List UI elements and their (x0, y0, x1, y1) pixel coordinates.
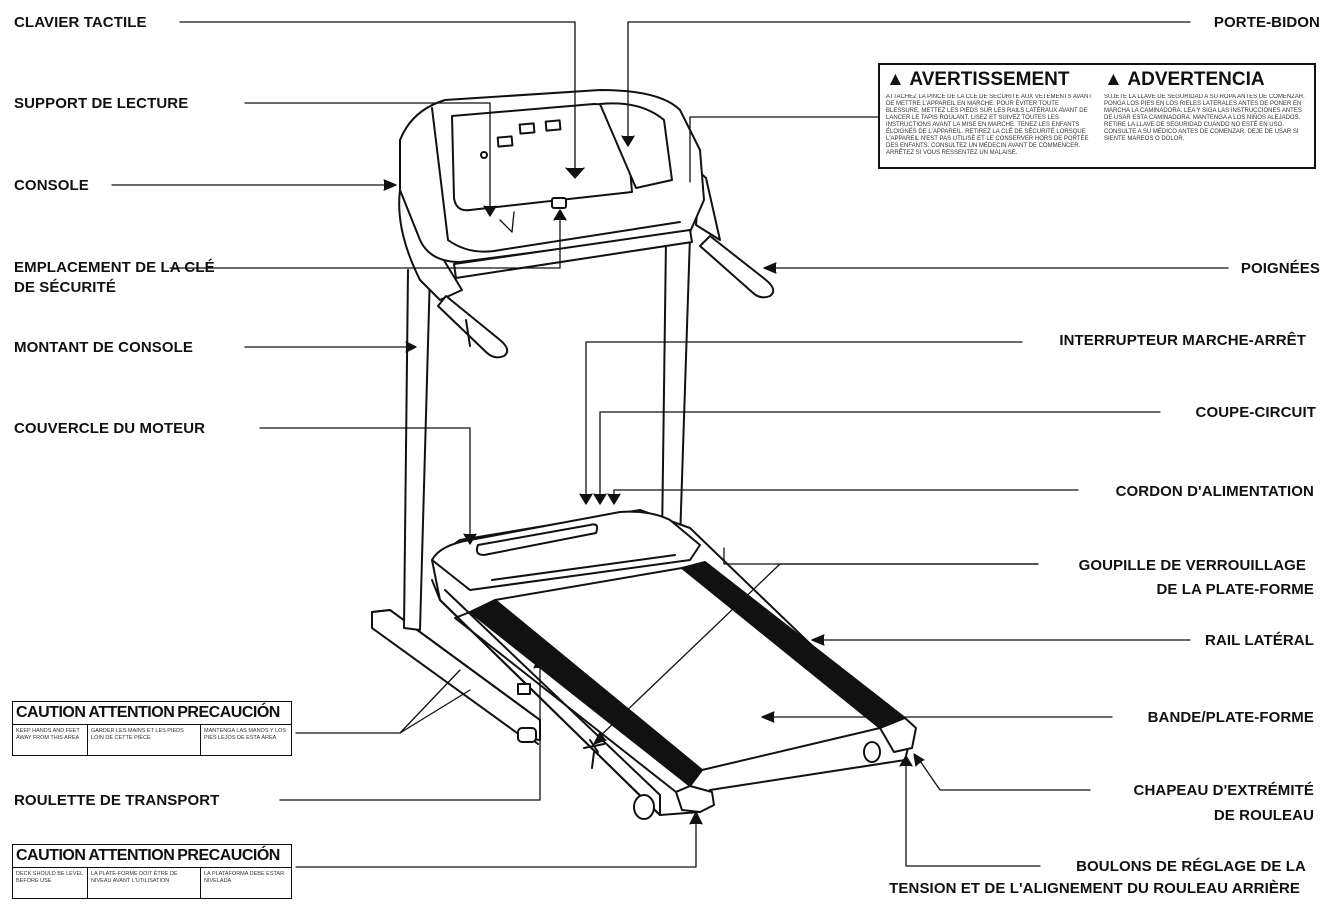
warning-label: ▲ AVERTISSEMENT ATTACHEZ LA PINCE DE LA … (878, 63, 1316, 169)
caution-text-fr: GARDER LES MAINS ET LES PIEDS LOIN DE CE… (88, 725, 201, 755)
label-chapeau-1: CHAPEAU D'EXTRÉMITÉ (1133, 782, 1314, 799)
label-coupe-circuit: COUPE-CIRCUIT (1195, 404, 1316, 421)
caution-label-2: CAUTION ATTENTION PRECAUCIÓN DECK SHOULD… (12, 844, 292, 899)
label-emplacement-cle-2: DE SÉCURITÉ (14, 279, 116, 296)
caution-head-en: CAUTION (16, 847, 86, 864)
label-console: CONSOLE (14, 177, 89, 194)
caution-text-fr: LA PLATE-FORME DOIT ÊTRE DE NIVEAU AVANT… (88, 868, 201, 898)
label-goupille-2: DE LA PLATE-FORME (1156, 581, 1314, 598)
caution-text-en: DECK SHOULD BE LEVEL BEFORE USE (13, 868, 88, 898)
label-cordon: CORDON D'ALIMENTATION (1115, 483, 1314, 500)
caution-text-es: MANTENGA LAS MANOS Y LOS PIES LEJOS DE E… (204, 728, 287, 741)
label-bande: BANDE/PLATE-FORME (1147, 709, 1314, 726)
caution-head-en: CAUTION (16, 704, 86, 721)
caution-label-1: CAUTION ATTENTION PRECAUCIÓN KEEP HANDS … (12, 701, 292, 756)
label-montant-de-console: MONTANT DE CONSOLE (14, 339, 194, 356)
caution-text-en: KEEP HANDS AND FEET AWAY FROM THIS AREA (13, 725, 88, 755)
caution-head-fr: ATTENTION (88, 847, 175, 864)
caution-text-es: LA PLATAFORMA DEBE ESTAR NIVELADA (204, 871, 285, 884)
warning-body-es: SUJETE LA LLAVE DE SEGURIDAD A SU ROPA A… (1104, 94, 1305, 142)
label-rail-lateral: RAIL LATÉRAL (1205, 632, 1314, 649)
label-poignees: POIGNÉES (1240, 260, 1320, 277)
caution-head-es: PRECAUCIÓN (177, 847, 280, 864)
warning-title-fr: AVERTISSEMENT (909, 69, 1070, 90)
label-interrupteur: INTERRUPTEUR MARCHE-ARRÊT (1059, 332, 1306, 349)
label-roulette-de-transport: ROULETTE DE TRANSPORT (14, 792, 220, 809)
caution-head-fr: ATTENTION (88, 704, 175, 721)
caution-head-es: PRECAUCIÓN (177, 704, 280, 721)
label-chapeau-2: DE ROULEAU (1213, 807, 1314, 824)
label-support-de-lecture: SUPPORT DE LECTURE (14, 95, 189, 112)
warning-body-fr: ATTACHEZ LA PINCE DE LA CLÉ DE SÉCURITÉ … (886, 94, 1092, 156)
label-emplacement-cle-1: EMPLACEMENT DE LA CLÉ (14, 259, 215, 276)
label-clavier-tactile: CLAVIER TACTILE (14, 14, 147, 31)
label-boulons-2: TENSION ET DE L'ALIGNEMENT DU ROULEAU AR… (889, 880, 1300, 897)
label-goupille-1: GOUPILLE DE VERROUILLAGE (1078, 557, 1306, 574)
label-porte-bidon: PORTE-BIDON (1213, 14, 1320, 31)
leader-lines (111, 21, 1229, 868)
label-couvercle-du-moteur: COUVERCLE DU MOTEUR (14, 420, 206, 437)
label-boulons-1: BOULONS DE RÉGLAGE DE LA (1076, 858, 1306, 875)
console (398, 89, 775, 359)
warning-column-es: ▲ ADVERTENCIA SUJETE LA LLAVE DE SEGURID… (1104, 69, 1310, 166)
warning-triangle-icon: ▲ (1104, 69, 1123, 90)
warning-title-es: ADVERTENCIA (1127, 69, 1265, 90)
warning-column-fr: ▲ AVERTISSEMENT ATTACHEZ LA PINCE DE LA … (886, 69, 1092, 166)
deck (431, 509, 917, 820)
warning-triangle-icon: ▲ (886, 69, 905, 90)
